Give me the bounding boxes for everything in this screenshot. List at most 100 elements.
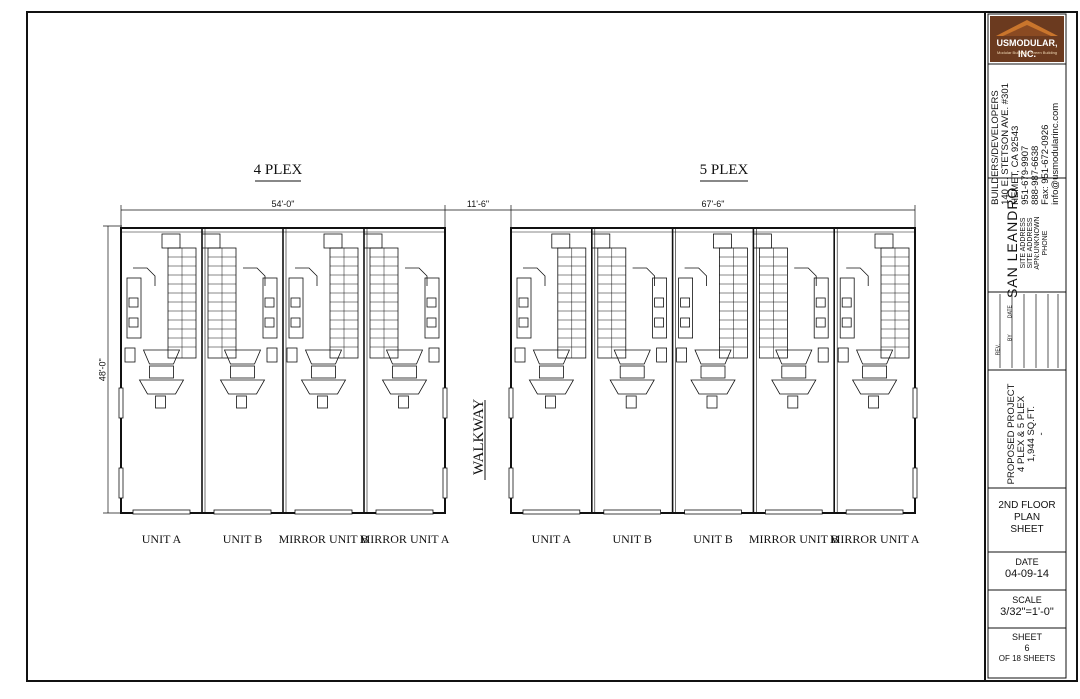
plex4-unit-label-3: MIRROR UNIT B (278, 532, 369, 546)
bath-wall (528, 379, 575, 395)
angled-wall (632, 267, 655, 286)
plex5-unit-4 (752, 228, 829, 515)
title-block-lines (988, 63, 1066, 629)
sheet-title-line-2: PLAN (1013, 512, 1041, 523)
window (522, 509, 581, 515)
closet (514, 347, 526, 363)
sink (290, 297, 301, 308)
window (375, 509, 434, 515)
plex4-unit-label-2: UNIT B (222, 532, 263, 546)
landing (753, 233, 772, 249)
plex5-unit-label-5: MIRROR UNIT A (829, 532, 920, 546)
angled-wall (405, 267, 428, 286)
end-window-right (912, 387, 918, 419)
toilet (868, 395, 879, 409)
plex5-unit-2 (590, 228, 667, 515)
plex4-unit-3 (282, 228, 359, 515)
kitchen-counter (288, 277, 304, 339)
bath-wall (609, 379, 655, 395)
window (845, 509, 904, 515)
angled-wall (243, 267, 266, 286)
toilet (398, 395, 409, 409)
site-name: SAN LEANDRO (1003, 186, 1020, 299)
closet (428, 347, 440, 363)
range (815, 317, 826, 328)
bathroom (851, 349, 898, 409)
kitchen-counter (839, 277, 855, 339)
bathroom (381, 349, 428, 409)
plex4-unit-label-4: MIRROR UNIT A (359, 532, 450, 546)
toilet (317, 395, 328, 409)
range (128, 317, 139, 328)
plex4-unit-1 (124, 233, 197, 515)
tub (862, 365, 887, 379)
end-window-right (442, 387, 448, 419)
sheet-number: 6 (1024, 642, 1030, 653)
end-window-left-2 (118, 467, 124, 499)
stair (719, 247, 748, 359)
sink (264, 297, 275, 308)
bath-wall (771, 379, 817, 395)
stair (597, 247, 627, 359)
vanity (532, 349, 571, 365)
bath-wall (138, 379, 185, 395)
scale-value: 3/32"=1'-0" (1000, 605, 1054, 618)
plex5-width-dimension: 67'-6" (701, 199, 725, 209)
end-window-left-2 (508, 467, 514, 499)
toilet (625, 395, 637, 409)
bathroom (528, 349, 575, 409)
closet (837, 347, 849, 363)
sink (128, 297, 139, 308)
bathroom (609, 349, 655, 409)
tub (311, 365, 336, 379)
plex5-plan (508, 227, 918, 515)
kitchen-counter (262, 277, 278, 339)
window (132, 509, 191, 515)
sheet-label: SHEET (1011, 632, 1042, 642)
toilet (787, 395, 799, 409)
sink (654, 297, 664, 308)
landing (323, 233, 343, 249)
angled-wall (794, 267, 817, 286)
project-dash: - (1035, 432, 1047, 436)
company-logo-text: USMODULAR, INC. (996, 38, 1058, 59)
sink (815, 297, 826, 308)
tub (700, 365, 726, 379)
bath-wall (219, 379, 266, 395)
range (426, 317, 437, 328)
range (518, 317, 529, 328)
sheet-title-line-3: SHEET (1010, 524, 1044, 535)
tub (539, 365, 564, 379)
title-block (987, 13, 1067, 679)
vanity (775, 349, 813, 365)
plex5-title: 5 PLEX (699, 162, 749, 178)
date-label: DATE (1015, 557, 1039, 567)
bath-wall (851, 379, 898, 395)
plex4-unit-2 (201, 228, 278, 515)
toilet (236, 395, 247, 409)
range (290, 317, 301, 328)
bathroom (300, 349, 347, 409)
plex4-unit-label-1: UNIT A (141, 532, 182, 546)
bathroom (219, 349, 266, 409)
end-window-left (508, 387, 514, 419)
revision-grid (999, 294, 1059, 368)
tub (619, 365, 645, 379)
dimension-lines (103, 180, 916, 514)
gap-dimension: 11'-6" (466, 199, 490, 209)
angled-wall (523, 267, 546, 286)
sink (426, 297, 437, 308)
kitchen-counter (678, 277, 693, 339)
landing (591, 233, 611, 249)
closet (124, 347, 136, 363)
site-address-1: SITE ADDRESS (1019, 217, 1027, 269)
plex5-unit-3 (671, 228, 748, 515)
angled-wall (846, 267, 869, 286)
scale-label: SCALE (1012, 595, 1042, 605)
bath-wall (300, 379, 347, 395)
end-window-right-2 (442, 467, 448, 499)
company-logo (990, 16, 1064, 62)
closet (286, 347, 298, 363)
stair (207, 247, 237, 359)
site-address-2: SITE ADDRESS (1027, 217, 1034, 269)
